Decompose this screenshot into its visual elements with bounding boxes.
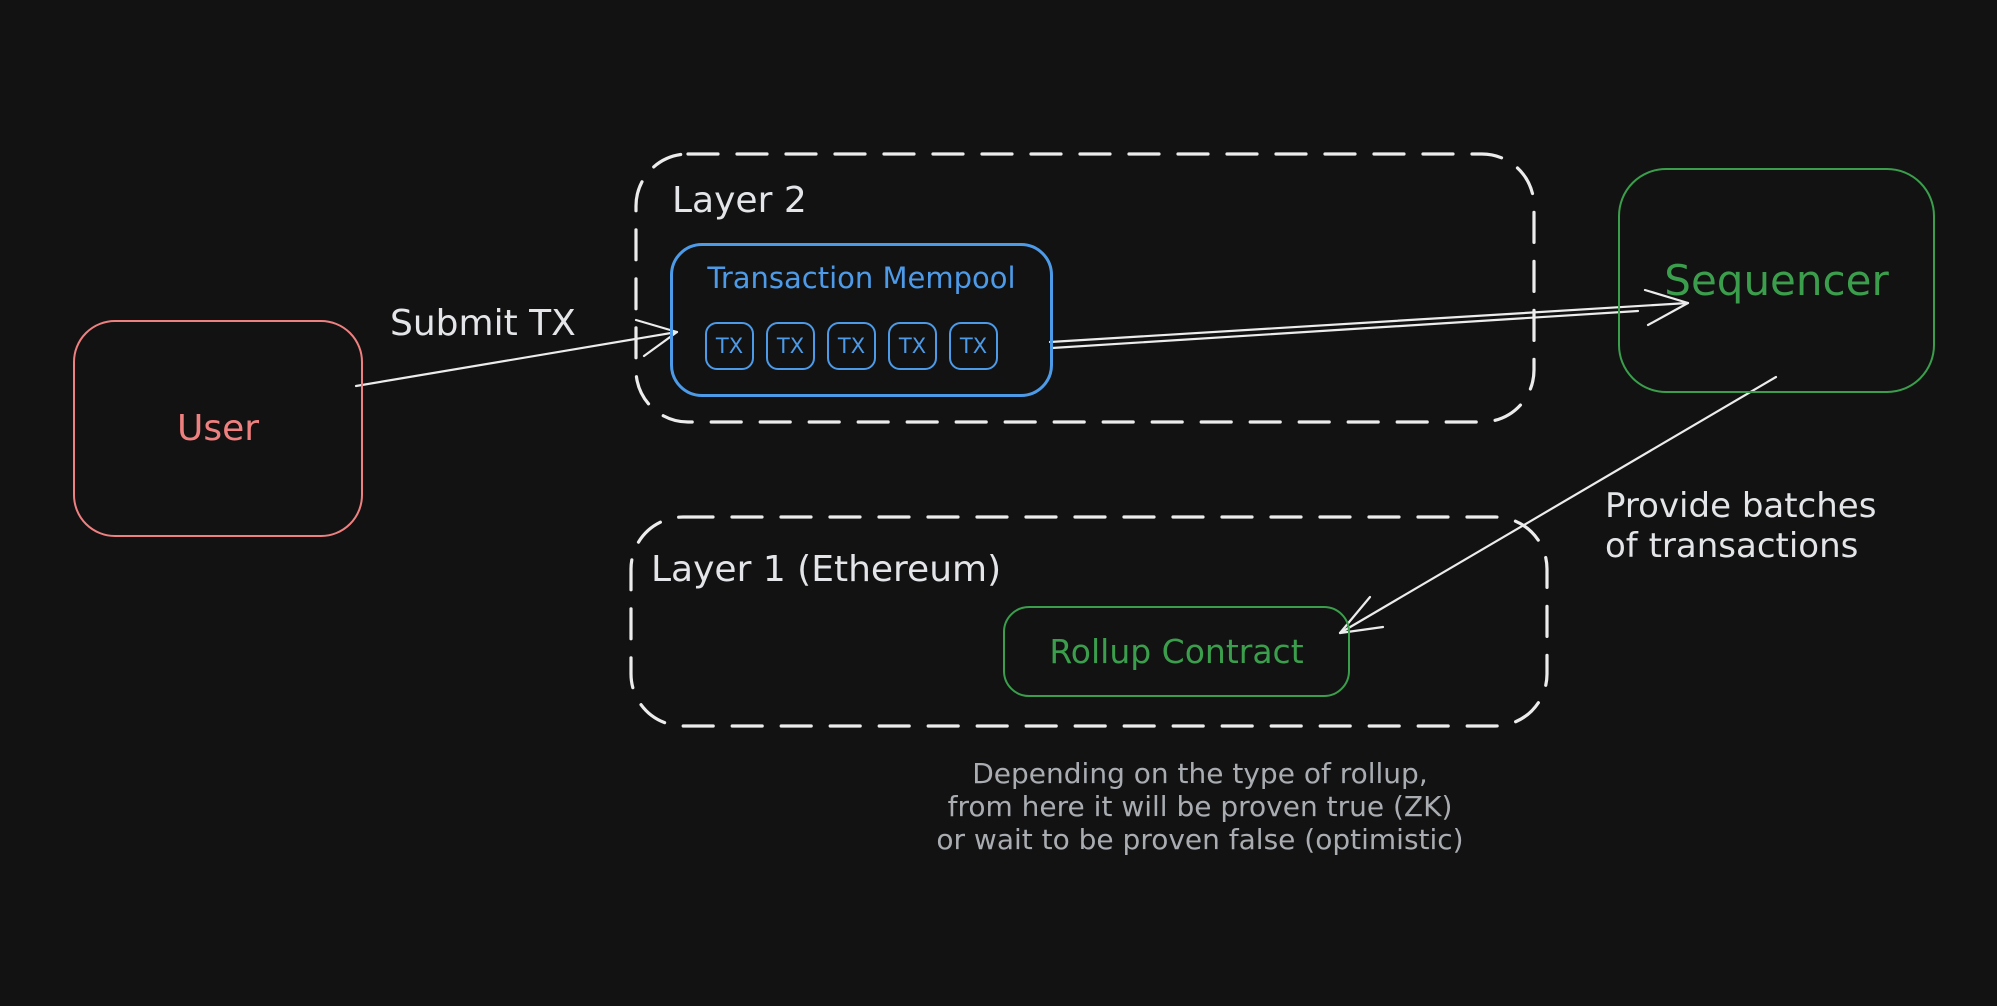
layer2-boundary — [634, 152, 1536, 424]
sequencer-box-label: Sequencer — [1664, 256, 1889, 305]
submit-tx-arrow-label: Submit TX — [390, 303, 576, 344]
caption-line2: from here it will be proven true (ZK) — [947, 790, 1453, 823]
layer1-zone-label: Layer 1 (Ethereum) — [651, 549, 1002, 590]
submit-tx-arrow — [354, 330, 679, 388]
tx-chip-row: TX TX TX TX TX — [705, 322, 998, 370]
transaction-mempool-box: Transaction Mempool TX TX TX TX TX — [670, 243, 1053, 397]
mempool-to-sequencer-arrow-sketch-stroke — [1050, 309, 1640, 350]
caption-line1: Depending on the type of rollup, — [972, 757, 1428, 790]
tx-chip: TX — [827, 322, 876, 370]
mempool-to-sequencer-arrowhead-icon — [1643, 288, 1690, 327]
layer2-zone-label: Layer 2 — [672, 180, 807, 221]
user-box-label: User — [176, 408, 260, 449]
sequencer-to-rollup-arrowhead-icon — [1338, 595, 1385, 635]
rollup-type-caption: Depending on the type of rollup, from he… — [880, 757, 1520, 856]
provide-batches-arrow-label: Provide batches of transactions — [1605, 486, 1876, 566]
mempool-to-sequencer-arrow — [1048, 301, 1690, 344]
provide-batches-line1: Provide batches — [1605, 486, 1877, 526]
tx-chip: TX — [766, 322, 815, 370]
caption-line3: or wait to be proven false (optimistic) — [936, 823, 1464, 856]
submit-tx-arrowhead-icon — [634, 318, 679, 358]
provide-batches-line2: of transactions — [1605, 526, 1859, 566]
transaction-mempool-title: Transaction Mempool — [707, 261, 1016, 295]
user-box: User — [73, 320, 363, 537]
layer1-boundary — [629, 515, 1549, 728]
rollup-contract-label: Rollup Contract — [1049, 632, 1304, 671]
tx-chip: TX — [949, 322, 998, 370]
sequencer-to-rollup-arrow — [1338, 375, 1778, 635]
sequencer-box: Sequencer — [1618, 168, 1935, 393]
tx-chip: TX — [888, 322, 937, 370]
tx-chip: TX — [705, 322, 754, 370]
rollup-contract-box: Rollup Contract — [1003, 606, 1350, 697]
